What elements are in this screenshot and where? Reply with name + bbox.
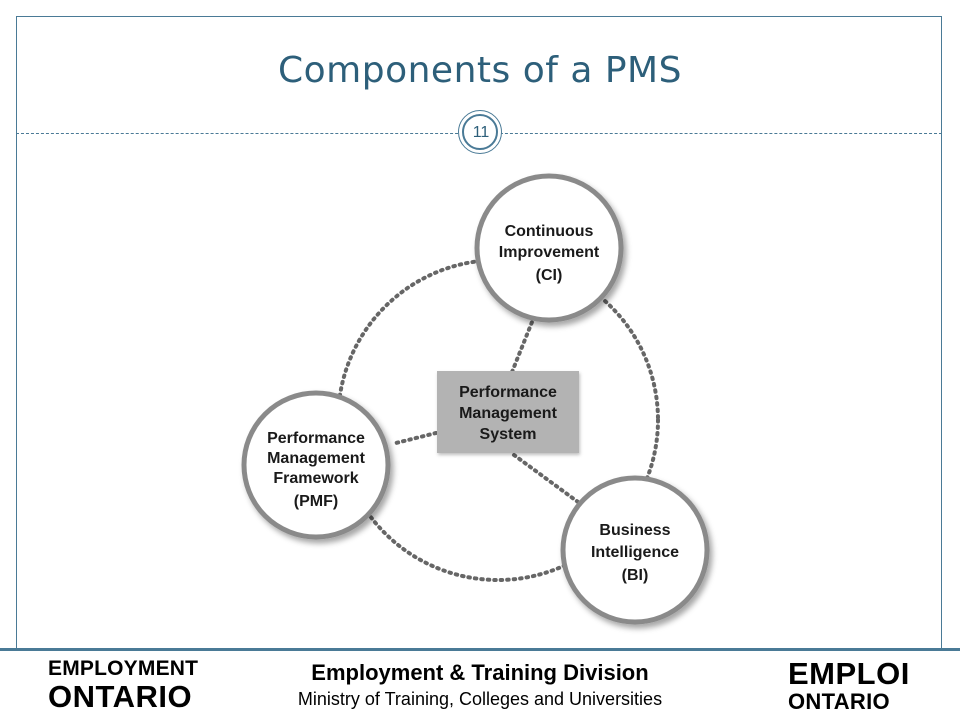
bi-label-line-3: (BI) <box>622 567 649 584</box>
spoke-to-bi <box>512 453 580 504</box>
page-number: 11 <box>472 124 490 141</box>
slide-frame <box>16 16 942 648</box>
node-ci: Continuous Improvement (CI) <box>474 173 624 323</box>
pmf-label-line-3: Framework <box>273 470 358 487</box>
node-pmf: Performance Management Framework (PMF) <box>241 390 391 540</box>
division-subtitle: Ministry of Training, Colleges and Unive… <box>297 689 663 709</box>
pmf-label-line-4: (PMF) <box>294 493 338 510</box>
node-bi: Business Intelligence (BI) <box>560 475 710 625</box>
pmf-label-line-1: Performance <box>267 430 365 447</box>
logo-right-line-2: ONTARIO <box>788 689 890 714</box>
emploi-ontario-logo: EMPLOI ONTARIO <box>788 658 918 713</box>
ci-label-line-3: (CI) <box>536 267 563 284</box>
pmf-label-line-2: Management <box>267 450 365 467</box>
footer-bar <box>0 651 960 720</box>
center-label-line-1: Performance <box>459 384 557 401</box>
center-box: Performance Management System <box>437 371 579 453</box>
ci-label-line-2: Improvement <box>499 244 600 261</box>
spoke-to-pmf <box>390 431 438 446</box>
employment-ontario-logo: EMPLOYMENT ONTARIO <box>48 658 208 712</box>
center-label-line-2: Management <box>459 405 557 422</box>
logo-left-line-1: EMPLOYMENT <box>48 657 199 680</box>
bi-label-line-1: Business <box>599 522 670 539</box>
logo-right-line-1: EMPLOI <box>788 656 910 691</box>
page-number-badge: 11 <box>458 110 502 154</box>
slide-title: Components of a PMS <box>278 50 682 91</box>
logo-left-line-2: ONTARIO <box>48 679 193 714</box>
ci-label-line-1: Continuous <box>505 223 594 240</box>
center-label-line-3: System <box>480 426 537 443</box>
spoke-to-ci <box>510 320 534 374</box>
division-title: Employment & Training Division <box>311 660 649 685</box>
division-block: Employment & Training Division Ministry … <box>260 660 700 710</box>
footer-divider <box>0 648 960 651</box>
bi-label-line-2: Intelligence <box>591 544 679 561</box>
